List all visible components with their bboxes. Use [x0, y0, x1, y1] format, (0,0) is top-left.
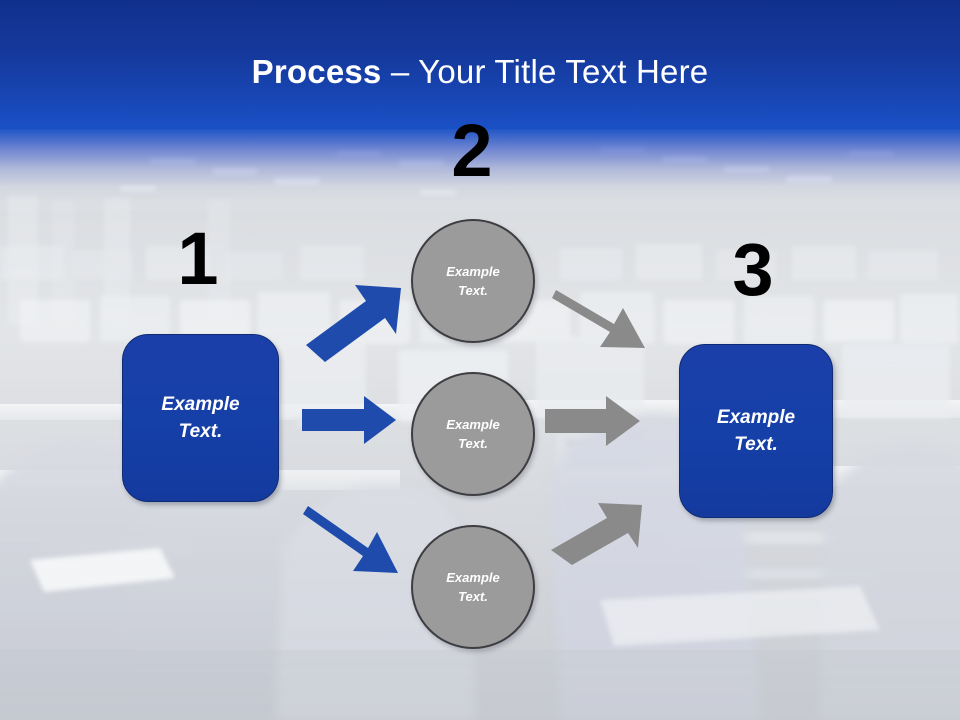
- step-number-1: 1: [177, 217, 219, 300]
- process-box-left-label: Example Text.: [161, 394, 240, 442]
- process-circle-bottom[interactable]: Example Text.: [411, 525, 535, 649]
- page-title-bold: Process: [251, 53, 382, 90]
- process-box-right[interactable]: Example Text.: [679, 344, 833, 518]
- step-number-2: 2: [451, 109, 493, 192]
- process-circle-bottom-label: Example Text.: [446, 570, 500, 604]
- process-circle-top[interactable]: Example Text.: [411, 219, 535, 343]
- step-number-3: 3: [732, 228, 774, 311]
- process-box-right-label: Example Text.: [716, 407, 796, 455]
- process-box-left[interactable]: Example Text.: [122, 334, 279, 502]
- header-band: [0, 0, 960, 129]
- page-title: Process – Your Title Text Here: [0, 52, 960, 92]
- process-circle-middle[interactable]: Example Text.: [411, 372, 535, 496]
- process-circle-top-label: Example Text.: [446, 264, 500, 298]
- process-circle-middle-label: Example Text.: [446, 417, 500, 451]
- page-title-rest: – Your Title Text Here: [381, 53, 709, 90]
